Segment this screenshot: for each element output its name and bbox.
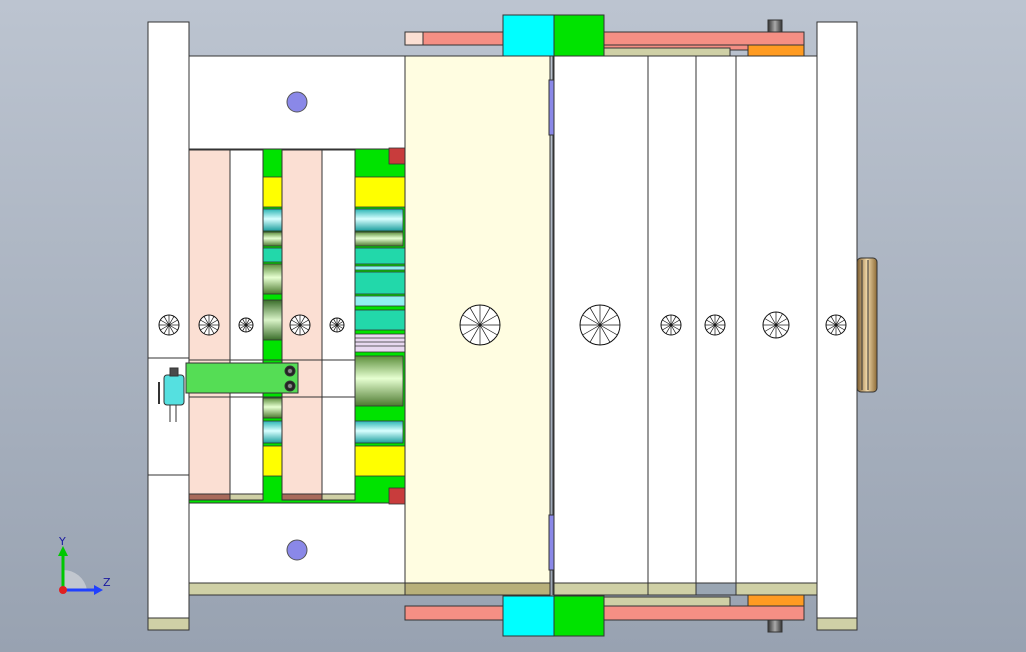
ejector-pin-stack[interactable] [261,147,406,505]
top-rails[interactable] [404,14,805,57]
bolt-head-icon [459,304,501,346]
bolt-head-icon [238,317,254,333]
bolt-head-icon [289,314,311,336]
bolt-head-icon [579,304,621,346]
guide-pin-icon [286,539,308,561]
cavity-plate[interactable] [404,55,555,596]
limit-switch-bracket[interactable] [185,362,299,394]
bolt-head-icon [198,314,220,336]
locating-ring-icon [856,257,878,393]
bolt-head-icon [329,317,345,333]
right-clamp-plate[interactable] [816,21,858,631]
axis-y-label: Y [58,535,66,548]
bolt-head-icon [825,314,847,336]
bolt-head-icon [158,314,180,336]
axis-triad-icon [58,546,103,595]
limit-switch-icon [158,367,185,422]
bolt-head-icon [762,311,790,339]
bolt-head-row [158,304,847,346]
guide-pin-icon [286,91,308,113]
bottom-rails[interactable] [404,594,805,637]
axis-z-label: Z [103,576,111,589]
bolt-head-icon [704,314,726,336]
bolt-head-icon [660,314,682,336]
